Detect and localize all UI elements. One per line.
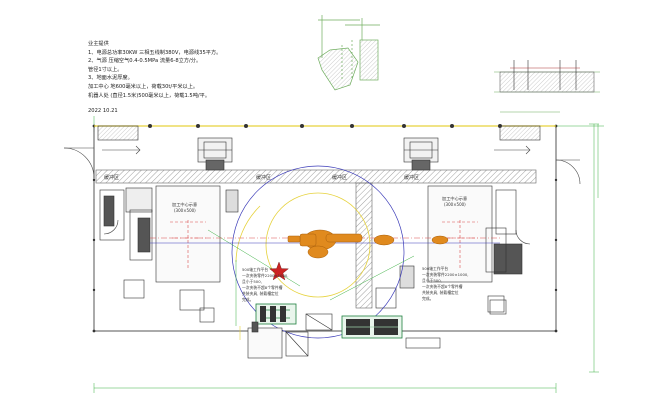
loading-station — [199, 307, 441, 359]
svg-text:一次夹装不超8个零件槽: 一次夹装不超8个零件槽 — [422, 284, 463, 289]
machining-center-left-top — [197, 137, 233, 171]
notes-line-3: 管径1寸以上。 — [88, 66, 123, 73]
owner-notes: 业主提供 1、电源总功率30KW 三相五线制380V，电源线35平方。 2、气源… — [88, 40, 288, 116]
svg-text:完成。: 完成。 — [242, 297, 253, 302]
notes-title: 业主提供 — [88, 41, 109, 47]
svg-text:且小于500,: 且小于500, — [242, 279, 262, 284]
machining-center-right-top — [403, 137, 439, 171]
anchor-bolt-detail-sketch — [494, 60, 600, 113]
svg-text:一次夹装零件2200×1000,: 一次夹装零件2200×1000, — [422, 272, 469, 277]
robot-base-star-icon — [269, 261, 289, 281]
fence-posts — [92, 124, 558, 333]
part-pallet-center — [341, 315, 403, 339]
buffer-label-2: 缓冲区 — [256, 174, 271, 181]
side-gates — [97, 125, 541, 315]
robot-arm — [287, 229, 449, 259]
plan-note-right: 500轴工作平台 一次夹装零件2200×1000, 且小于500, 一次夹装不超… — [422, 266, 469, 301]
machining-center-right — [375, 185, 523, 313]
svg-text:共装夹具, 装载槽定位: 共装夹具, 装载槽定位 — [242, 291, 279, 296]
svg-text:完成。: 完成。 — [422, 296, 433, 301]
svg-text:500轴工作平台: 500轴工作平台 — [242, 267, 268, 272]
notes-line-4: 3、地面水泥厚度。 — [88, 75, 133, 82]
svg-text:共装夹具, 装载槽定位: 共装夹具, 装载槽定位 — [422, 290, 459, 295]
plan-note-left: 500轴工作平台 一次夹装零件2200×1000, 且小于500, 一次夹装不超… — [242, 267, 289, 302]
buffer-label-3: 缓冲区 — [332, 174, 347, 181]
machine-left-label: 加工中心示意 — [172, 201, 197, 208]
svg-text:一次夹装不超8个零件槽: 一次夹装不超8个零件槽 — [242, 285, 283, 290]
machine-right-sub: (300×500) — [444, 202, 466, 207]
robot-reach-circle — [231, 165, 405, 339]
buffer-label-4: 缓冲区 — [404, 174, 419, 181]
notes-date: 2022 10.21 — [88, 108, 118, 115]
machining-center-left — [99, 185, 239, 311]
dimension-lines — [93, 116, 604, 393]
notes-line-2: 2、气源 压缩空气0.4-0.5MPa 流量6-8立方/分。 — [88, 58, 202, 65]
machine-right-label: 加工中心示意 — [442, 195, 467, 202]
range-lines — [207, 229, 415, 326]
svg-text:一次夹装零件2200×1000,: 一次夹装零件2200×1000, — [242, 273, 289, 278]
buffer-label-1: 缓冲区 — [104, 174, 119, 181]
svg-text:500轴工作平台: 500轴工作平台 — [422, 266, 448, 271]
notes-line-6: 机器人处 (直径1.5米)500毫米以上，荷载1.5吨/平。 — [88, 92, 211, 99]
notes-line-5: 加工中心 地600毫米以上，荷载30t/平米以上。 — [88, 83, 199, 90]
part-pallet-left — [255, 303, 297, 325]
top-rail-posts — [148, 124, 502, 128]
robot-working-circle — [265, 192, 371, 298]
notes-line-1: 1、电源总功率30KW 三相五线制380V，电源线35平方。 — [88, 49, 222, 56]
yellow-arc — [235, 205, 261, 263]
svg-text:且小于500,: 且小于500, — [422, 278, 442, 283]
machine-left-sub: (300×500) — [174, 208, 196, 213]
foundation-detail-sketch — [317, 15, 380, 91]
